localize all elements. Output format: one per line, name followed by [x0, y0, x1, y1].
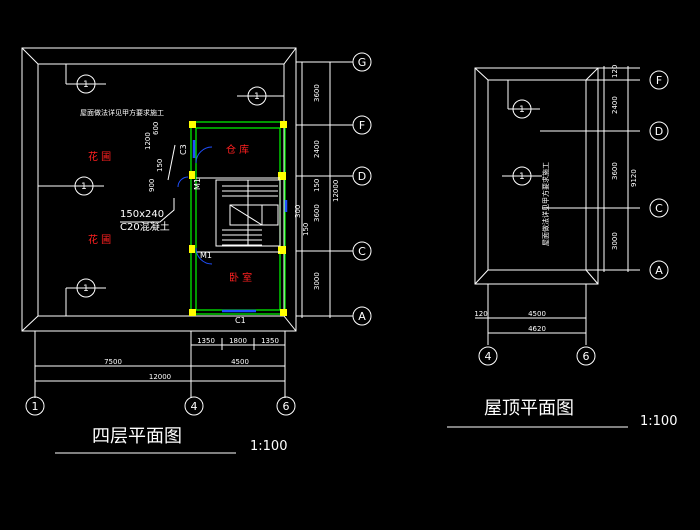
- roof-axis-C: C: [655, 202, 663, 215]
- slope-label: 1: [83, 80, 89, 90]
- bottom-dim: 7500: [104, 358, 122, 366]
- roof-right-dim: 2400: [611, 96, 619, 114]
- roof-scale: 1:100: [640, 414, 677, 429]
- beam-label: 150x240: [120, 209, 164, 220]
- right-dim: 3600: [313, 84, 321, 102]
- bottom-dim: 4500: [231, 358, 249, 366]
- floor4-roof-outline: [21, 47, 297, 332]
- windows: [192, 140, 288, 313]
- right-dim: 2400: [313, 140, 321, 158]
- small-dim: 300: [294, 205, 302, 218]
- right-dim: 12000: [332, 180, 340, 202]
- stair-treads: [222, 185, 278, 246]
- small-dim: 150: [302, 223, 310, 236]
- roof-right-dim: 9120: [630, 169, 638, 187]
- roof-slope-label: 1: [519, 172, 525, 182]
- door-label: M1: [193, 178, 202, 190]
- small-dim: 150: [156, 159, 164, 172]
- door-label: M1: [200, 251, 212, 260]
- roof-note: 屋面做法详见甲方要求施工: [80, 108, 164, 117]
- room-label-storage: 仓 库: [226, 143, 249, 156]
- right-dim: 3600: [313, 204, 321, 222]
- right-dim: 150: [313, 179, 321, 192]
- roof-bottom-dim: 4500: [528, 310, 546, 318]
- floor4-plan: [21, 47, 297, 332]
- bottom-dim: 1350: [261, 337, 279, 345]
- columns: [189, 121, 287, 316]
- room-label-bedroom: 卧 室: [229, 271, 252, 284]
- axis-label-C: C: [358, 245, 366, 258]
- floor4-scale: 1:100: [250, 439, 287, 454]
- slope-markers: [38, 64, 284, 316]
- axis-label-F: F: [359, 119, 365, 132]
- roof-title: 屋顶平面图: [484, 398, 574, 419]
- axis-label-1: 1: [32, 400, 39, 413]
- slope-label: 1: [83, 284, 89, 294]
- roof-right-dim: 120: [611, 65, 619, 78]
- beam-note: C20混凝土: [120, 220, 170, 233]
- roof-axis-D: D: [655, 125, 663, 138]
- roof-right-dim: 3600: [611, 162, 619, 180]
- window-label: C3: [179, 144, 188, 155]
- roof-plan: [474, 66, 669, 366]
- floor4-title: 四层平面图: [92, 426, 182, 447]
- roof-axis-4: 4: [485, 350, 492, 363]
- axis-label-6: 6: [283, 400, 290, 413]
- window-label: C1: [235, 316, 246, 325]
- right-dim: 3000: [313, 272, 321, 290]
- bottom-dim: 1800: [229, 337, 247, 345]
- room-label-garden2: 花 圃: [88, 233, 111, 246]
- roof-axis-F: F: [656, 74, 662, 87]
- floor4-bottom-dims: [25, 331, 296, 416]
- roof-note: 屋面做法详见甲方要求施工: [541, 162, 550, 246]
- axis-label-G: G: [358, 56, 367, 69]
- small-dim: 900: [148, 179, 156, 192]
- floor4-axis-lines: [330, 52, 372, 326]
- axis-label-D: D: [358, 170, 366, 183]
- roof-axis-6: 6: [583, 350, 590, 363]
- roof-axis-A: A: [655, 264, 663, 277]
- bottom-dim: 1350: [197, 337, 215, 345]
- room-label-garden1: 花 圃: [88, 150, 111, 163]
- axis-label-A: A: [358, 310, 366, 323]
- roof-slope-label: 1: [519, 105, 525, 115]
- slope-label: 1: [254, 92, 260, 102]
- small-dim: 1200: [144, 132, 152, 150]
- roof-right-dim: 3000: [611, 232, 619, 250]
- bottom-dim: 12000: [149, 373, 171, 381]
- slope-label: 1: [81, 182, 87, 192]
- roof-bottom-dim: 4620: [528, 325, 546, 333]
- axis-label-4: 4: [191, 400, 198, 413]
- small-dim: 600: [152, 122, 160, 135]
- roof-bottom-dim: 120: [474, 310, 487, 318]
